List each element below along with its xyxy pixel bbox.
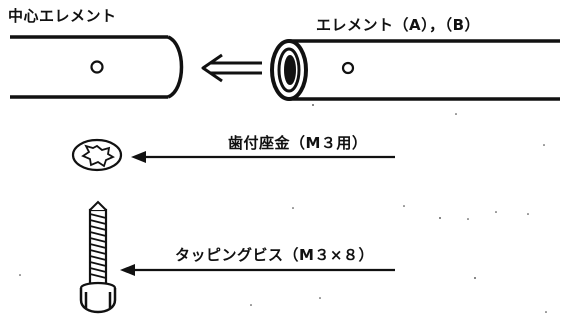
element-ab-label: エレメント（A），（B） <box>316 16 481 34</box>
center-element-tube <box>10 35 184 99</box>
element-ab-tube <box>270 39 560 101</box>
screw-label: タッピングビス（M３×８） <box>175 246 374 264</box>
washer-leader-arrow <box>131 151 395 163</box>
scan-speckles <box>19 104 547 313</box>
center-element-label: 中心エレメント <box>8 7 117 25</box>
washer-label: 歯付座金（M３用） <box>228 134 368 152</box>
screw-leader-arrow <box>120 264 395 276</box>
insert-arrow-icon <box>201 53 262 83</box>
screw-icon <box>79 200 117 314</box>
washer-icon <box>71 138 123 172</box>
